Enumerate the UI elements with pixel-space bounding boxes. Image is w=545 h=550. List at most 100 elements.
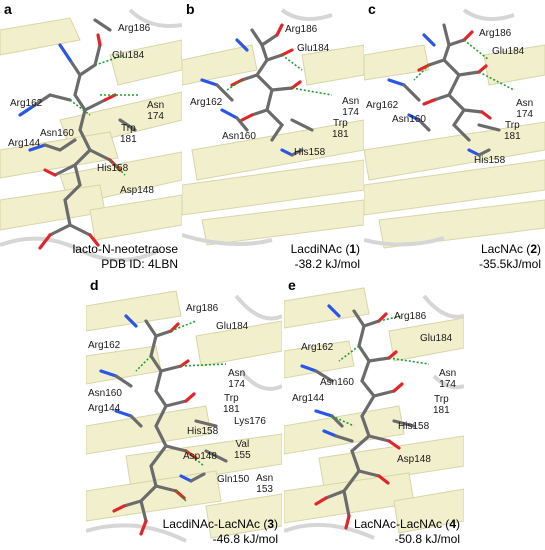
residue-asn174: Asn 174	[147, 100, 164, 122]
caption-e-close: )	[456, 517, 460, 531]
residue-asn174-number: 174	[147, 111, 164, 122]
caption-b-name: LacdiNAc (	[290, 242, 350, 256]
panel-label-c: c	[368, 1, 376, 17]
residue-trp181-name: Trp	[121, 123, 136, 134]
residue-trp181-name: Trp	[505, 120, 520, 131]
hbonds	[413, 39, 515, 91]
ribbon-sheets	[284, 287, 464, 534]
caption-b-close: )	[356, 242, 360, 256]
residue-arg144: Arg144	[292, 393, 325, 404]
hbonds	[226, 54, 333, 96]
residue-arg162: Arg162	[301, 342, 334, 353]
residue-asn174: Asn 174	[228, 368, 245, 390]
residue-asn174-name: Asn	[228, 368, 246, 379]
residue-lys176: Lys176	[234, 416, 266, 427]
residue-asn160: Asn160	[320, 377, 354, 388]
coils	[0, 8, 182, 262]
panel-a: a Arg186 Glu184 Arg162 Asn 174 Asn160 Ar…	[0, 0, 182, 274]
residue-asp148: Asp148	[397, 454, 431, 465]
residue-his158: His158	[294, 147, 326, 158]
residue-arg162: Arg162	[190, 97, 223, 108]
residue-arg162: Arg162	[88, 340, 121, 351]
residue-arg186: Arg186	[394, 311, 427, 322]
residue-asn174-number: 174	[342, 107, 359, 118]
residue-trp181-number: 181	[433, 405, 450, 416]
caption-d-name: LacdiNAc-LacNAc (	[162, 517, 268, 531]
panel-label-a: a	[4, 1, 12, 17]
ligand-sticks	[300, 304, 416, 530]
residue-his158: His158	[97, 163, 129, 174]
panel-c-structure	[364, 8, 545, 249]
residue-asn174-number: 174	[439, 379, 456, 390]
residue-asn153-name: Asn	[256, 473, 274, 484]
hbonds	[69, 54, 140, 176]
residue-glu184: Glu184	[112, 50, 145, 61]
residue-val155-number: 155	[234, 450, 251, 461]
hbonds	[135, 320, 227, 502]
hbonds	[331, 315, 430, 427]
residue-trp181-name: Trp	[224, 393, 239, 404]
caption-c-name: LacNAc (	[480, 242, 531, 256]
residue-asn153: Asn 153	[256, 473, 273, 495]
residue-arg162: Arg162	[366, 100, 399, 111]
caption-a-pdb: PDB ID: 4LBN	[101, 257, 178, 271]
residue-val155-name: Val	[235, 439, 250, 450]
residue-arg144: Arg144	[88, 403, 121, 414]
residue-asp148: Asp148	[183, 451, 217, 462]
panel-d: d Arg186 Glu184 Arg162 Asn 174 Asn160 Ar…	[86, 276, 282, 550]
caption-b-number: 1	[349, 242, 356, 256]
caption-e-energy: -50.8 kJ/mol	[394, 532, 460, 546]
panel-a-caption: lacto-N-neotetraose PDB ID: 4LBN	[73, 242, 178, 272]
residue-glu184: Glu184	[216, 321, 249, 332]
residue-asn174-name: Asn	[516, 98, 534, 109]
residue-his158: His158	[187, 426, 219, 437]
residue-asn174-name: Asn	[342, 96, 360, 107]
residue-asn160: Asn160	[222, 131, 256, 142]
residue-trp181-number: 181	[223, 404, 240, 415]
residue-asn174-number: 174	[228, 379, 245, 390]
residue-arg186: Arg186	[118, 23, 151, 34]
residue-trp181: Trp 181	[120, 123, 137, 145]
residue-trp181-name: Trp	[333, 118, 348, 129]
residue-trp181-number: 181	[332, 129, 349, 140]
residue-asn174-name: Asn	[439, 368, 457, 379]
caption-b-energy: -38.2 kJ/mol	[294, 257, 360, 271]
caption-a-ligand: lacto-N-neotetraose	[72, 242, 178, 256]
residue-arg144: Arg144	[8, 138, 41, 149]
residue-asn174: Asn 174	[516, 98, 533, 120]
residue-arg162: Arg162	[10, 98, 43, 109]
caption-c-close: )	[537, 242, 541, 256]
coils	[364, 8, 515, 247]
panel-c-caption: LacNAc (2) -35.5kJ/mol	[479, 242, 541, 272]
caption-c-ligand: LacNAc (2)	[479, 242, 541, 257]
panel-label-d: d	[90, 277, 99, 293]
caption-d-ligand: LacdiNAc-LacNAc (3)	[163, 517, 278, 532]
panel-e-structure	[284, 287, 464, 540]
residue-val155: Val 155	[234, 439, 251, 461]
panel-c: c Arg186 Glu184 Arg162 Asn 174 Asn160 Tr…	[364, 0, 545, 274]
residue-his158: His158	[398, 421, 430, 432]
coils	[182, 8, 333, 246]
panel-b: b Arg186 Glu184 Arg162 Asn 174 Asn160 Tr…	[182, 0, 364, 274]
coils	[86, 294, 282, 543]
caption-e-number: 4	[449, 517, 456, 531]
residue-asn160: Asn160	[88, 388, 122, 399]
panel-b-caption: LacdiNAc (1) -38.2 kJ/mol	[291, 242, 360, 272]
residue-asn174: Asn 174	[439, 368, 456, 390]
residue-arg186: Arg186	[186, 303, 219, 314]
residue-asp148: Asp148	[120, 185, 154, 196]
residue-asn174-number: 174	[516, 109, 533, 120]
coils	[284, 294, 464, 540]
residue-asn160: Asn160	[40, 128, 74, 139]
residue-asn174: Asn 174	[342, 96, 359, 118]
residue-glu184: Glu184	[297, 43, 330, 54]
residue-trp181-number: 181	[504, 131, 521, 142]
residue-trp181: Trp 181	[504, 120, 521, 142]
ribbon-sheets	[0, 17, 182, 241]
panel-label-b: b	[186, 1, 195, 17]
panel-a-structure	[0, 8, 182, 262]
panel-d-structure	[86, 290, 282, 543]
panel-e: e Arg186 Glu184 Arg162 Asn 174 Asn160 Ar…	[284, 276, 464, 550]
ribbon-sheets	[86, 290, 282, 539]
residue-asn153-number: 153	[256, 484, 273, 495]
